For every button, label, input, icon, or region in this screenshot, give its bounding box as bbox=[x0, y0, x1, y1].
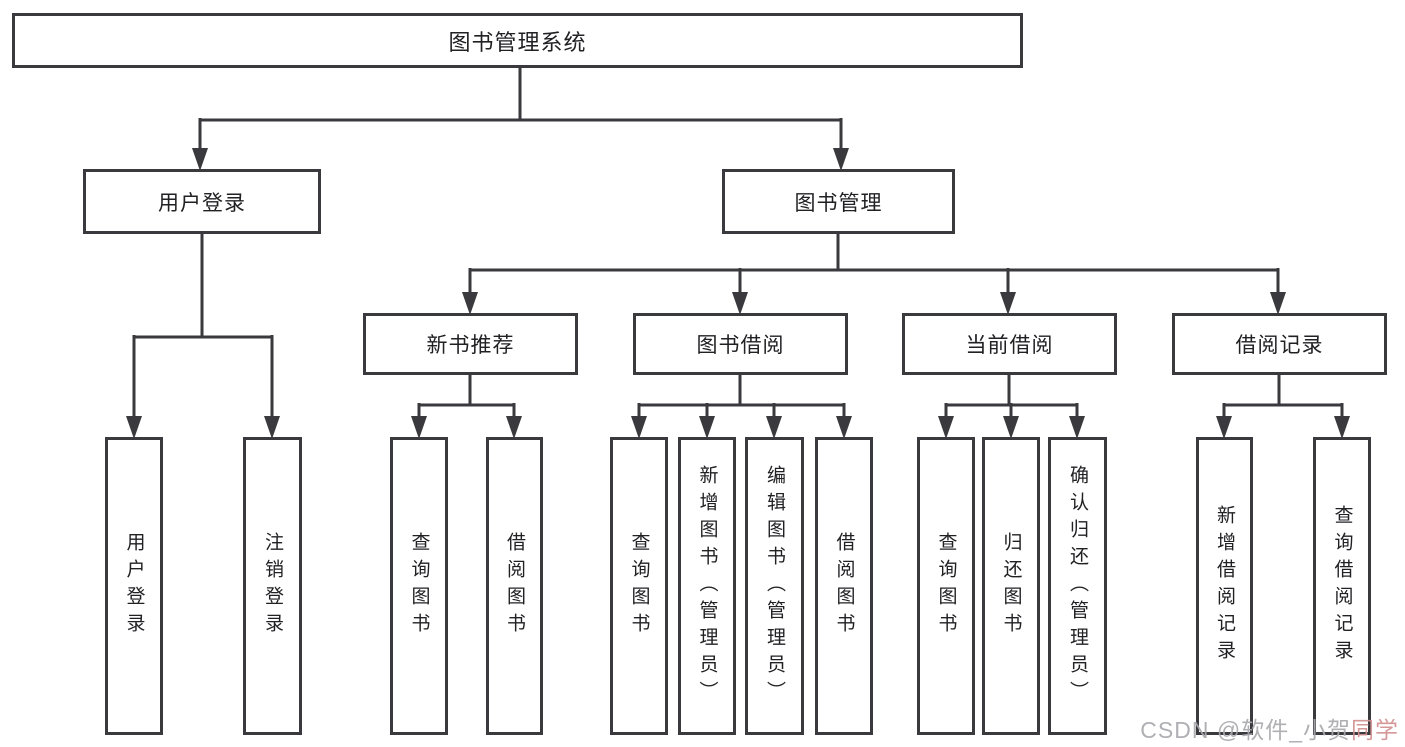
node-leaf-user-login: 用户登录 bbox=[105, 437, 163, 735]
node-leaf-logout: 注销登录 bbox=[243, 437, 302, 735]
node-label: 新增图书（管理员） bbox=[696, 464, 718, 708]
node-label: 图书管理 bbox=[794, 191, 883, 215]
csdn-watermark: CSDN @软件_小贺同学 bbox=[1140, 711, 1399, 745]
node-current-borrowing: 当前借阅 bbox=[902, 313, 1117, 375]
node-label: 图书借阅 bbox=[696, 334, 785, 357]
node-label: 新书推荐 bbox=[426, 334, 515, 357]
node-leaf-borrow-books-1: 借阅图书 bbox=[486, 437, 543, 735]
node-leaf-add-borrow-record: 新增借阅记录 bbox=[1196, 437, 1253, 735]
node-label: 借阅图书 bbox=[833, 532, 855, 640]
node-leaf-query-books-2: 查询图书 bbox=[610, 437, 668, 735]
node-library-management-system: 图书管理系统 bbox=[12, 13, 1023, 68]
arrowheads bbox=[126, 148, 1350, 439]
node-book-management: 图书管理 bbox=[722, 169, 955, 234]
node-label: 查询图书 bbox=[628, 532, 650, 640]
node-leaf-add-books-admin: 新增图书（管理员） bbox=[678, 437, 736, 735]
node-label: 当前借阅 bbox=[965, 334, 1054, 357]
node-leaf-return-books: 归还图书 bbox=[982, 437, 1040, 735]
node-label: 借阅记录 bbox=[1235, 334, 1324, 357]
node-label: 图书管理系统 bbox=[448, 29, 587, 55]
node-label: 注销登录 bbox=[262, 532, 283, 640]
node-label: 借阅图书 bbox=[504, 532, 525, 640]
node-leaf-edit-books-admin: 编辑图书（管理员） bbox=[745, 437, 804, 735]
node-leaf-confirm-return-admin: 确认归还（管理员） bbox=[1048, 437, 1107, 735]
node-leaf-query-books-3: 查询图书 bbox=[917, 437, 975, 735]
node-label: 查询图书 bbox=[935, 532, 957, 640]
node-label: 新增借阅记录 bbox=[1214, 505, 1235, 667]
node-leaf-query-borrow-record: 查询借阅记录 bbox=[1313, 437, 1371, 735]
node-leaf-borrow-books-2: 借阅图书 bbox=[815, 437, 873, 735]
watermark-red-text: 同学 bbox=[1351, 717, 1399, 743]
node-borrowing-records: 借阅记录 bbox=[1172, 313, 1387, 375]
node-label: 归还图书 bbox=[1000, 532, 1022, 640]
watermark-gray-text: CSDN @软件_小贺 bbox=[1140, 717, 1351, 743]
node-label: 编辑图书（管理员） bbox=[764, 464, 785, 708]
node-book-borrowing: 图书借阅 bbox=[633, 313, 848, 375]
node-new-book-recommendation: 新书推荐 bbox=[363, 313, 578, 375]
node-label: 查询借阅记录 bbox=[1331, 505, 1353, 667]
node-label: 确认归还（管理员） bbox=[1067, 464, 1088, 708]
node-label: 用户登录 bbox=[158, 191, 246, 215]
node-leaf-query-books-1: 查询图书 bbox=[390, 437, 448, 735]
node-user-login: 用户登录 bbox=[83, 169, 321, 234]
node-label: 查询图书 bbox=[408, 532, 430, 640]
node-label: 用户登录 bbox=[123, 532, 145, 640]
